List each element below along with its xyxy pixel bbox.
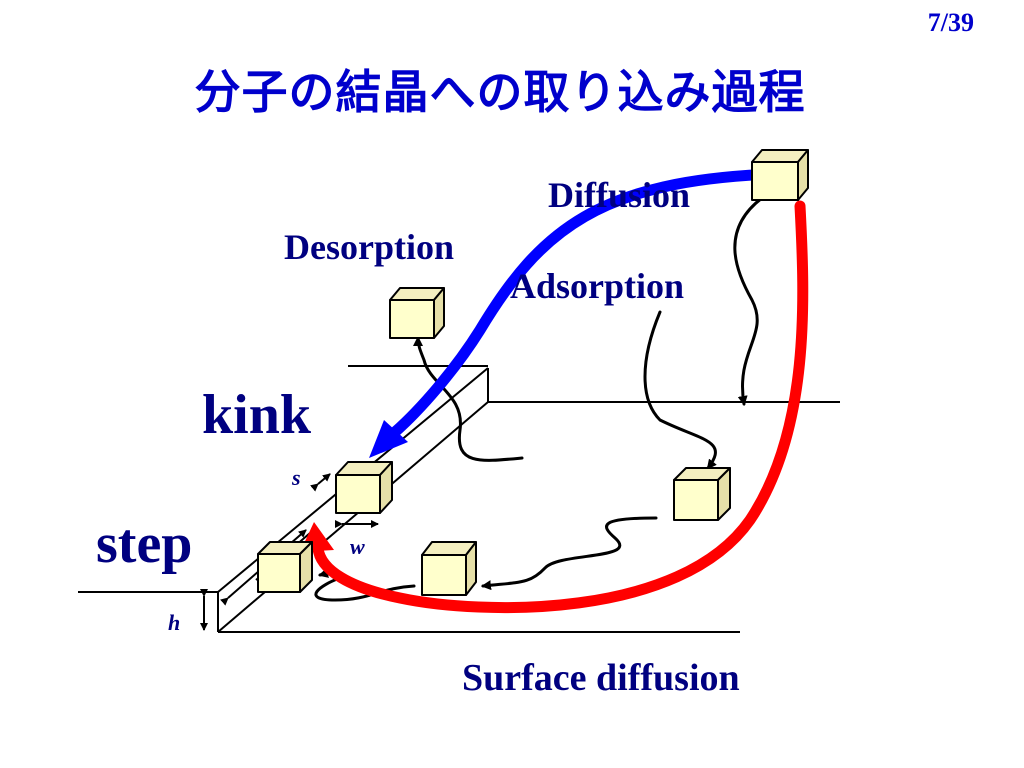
label-w: w	[350, 534, 365, 559]
desorption-path	[413, 336, 524, 462]
molecule-cube-surface	[421, 541, 477, 596]
label-step: step	[96, 513, 192, 575]
surface-diffusion-path	[481, 516, 658, 591]
molecules	[257, 149, 809, 596]
label-diffusion: Diffusion	[548, 175, 690, 215]
molecule-cube-adsorbed	[673, 467, 731, 521]
blue-arrow-shaft	[389, 168, 782, 438]
molecule-cube-diffusion	[751, 149, 809, 201]
label-adsorption: Adsorption	[510, 266, 684, 306]
slide-title: 分子の結晶への取り込み過程	[194, 65, 806, 119]
molecule-cube-kink	[335, 461, 393, 514]
blue-arrow-head	[369, 420, 408, 458]
page-number: 7/39	[927, 8, 974, 37]
label-kink: kink	[202, 384, 312, 446]
adsorption-path	[643, 310, 717, 470]
molecule-cube-desorbed	[389, 287, 445, 339]
label-surface-diffusion: Surface diffusion	[462, 657, 740, 699]
bulk-diffusion-path	[733, 196, 764, 406]
red-arrow-shaft	[312, 200, 809, 614]
label-desorption: Desorption	[284, 227, 454, 267]
molecule-cube-step	[257, 541, 313, 593]
label-h: h	[168, 610, 180, 635]
blue-diffusion-arrow	[369, 168, 782, 458]
s-dimension-arrow	[310, 473, 331, 492]
label-s: s	[291, 465, 301, 490]
